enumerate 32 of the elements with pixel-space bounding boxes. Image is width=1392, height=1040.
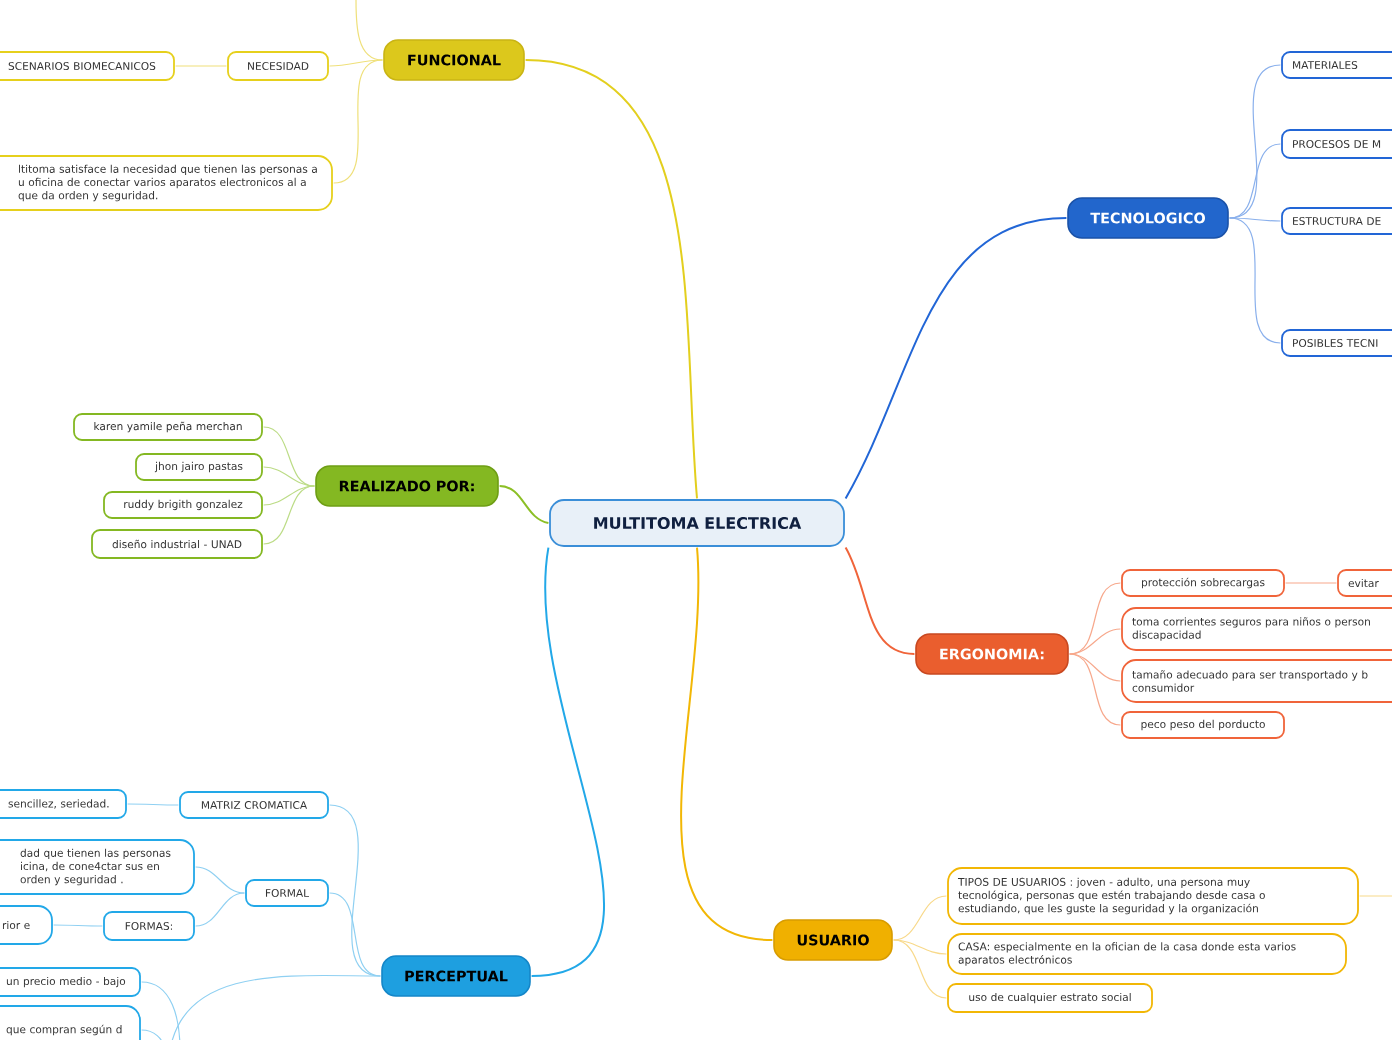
branch-line (844, 546, 916, 655)
branch-line (1285, 582, 1337, 584)
branch-line (530, 546, 606, 977)
branch-line (1229, 217, 1281, 344)
branch-line (893, 939, 947, 999)
branch-line (1229, 143, 1281, 219)
branch-line (498, 485, 550, 524)
branch-line (53, 924, 103, 927)
branch-line (1229, 217, 1281, 222)
branch-line (844, 217, 1068, 500)
branch-line (127, 803, 179, 806)
branch-line (1069, 628, 1121, 655)
branch-line (263, 466, 315, 487)
branch-line (195, 892, 245, 927)
branch-line (1359, 895, 1392, 897)
branch-line (195, 866, 245, 894)
branch-line (263, 485, 315, 545)
branch-line (1069, 582, 1121, 655)
branch-line (680, 546, 774, 941)
branch-line (524, 59, 698, 500)
branch-line (1069, 653, 1121, 726)
branch-line (329, 892, 381, 977)
branch-line (355, 0, 383, 61)
branch-line (169, 974, 381, 1040)
branch-line (141, 1029, 165, 1040)
branch-line (893, 895, 947, 941)
branch-line (263, 426, 315, 487)
central-topic-box: MULTITOMA ELECTRICA (549, 499, 845, 547)
branch-line (1069, 653, 1121, 682)
branch-line (333, 59, 383, 184)
branch-line (141, 981, 181, 1040)
branch-line (175, 65, 227, 67)
